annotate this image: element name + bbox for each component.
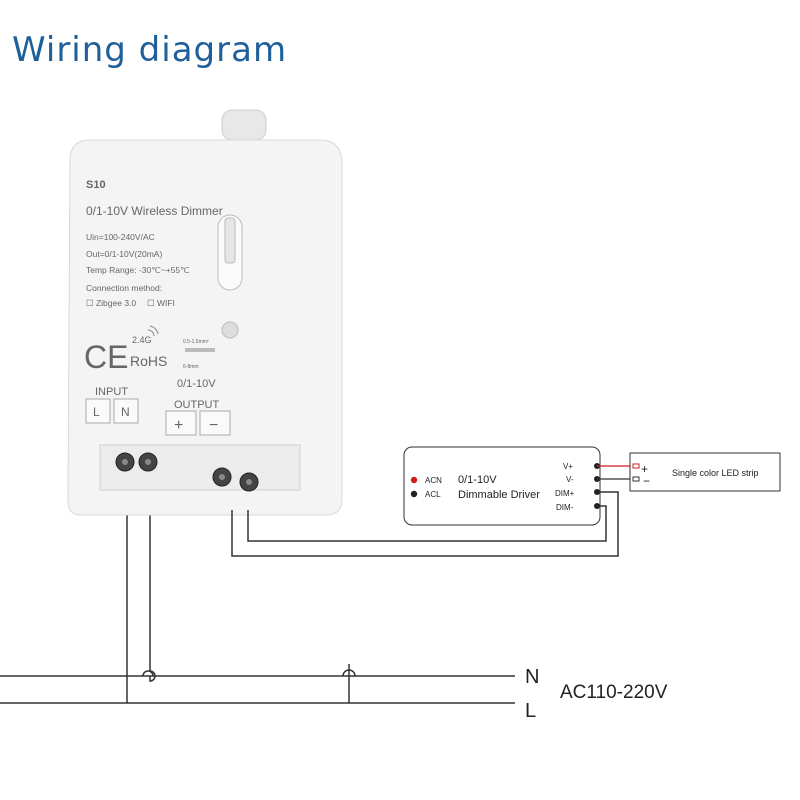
frequency-label: 2.4G <box>132 335 152 345</box>
input-l-label: L <box>93 405 100 419</box>
wire-dim-minus <box>247 505 607 542</box>
dimmer-device: S10 0/1-10V Wireless Dimmer Uin=100-240V… <box>67 109 343 516</box>
led-strip-box <box>629 452 781 492</box>
wireless-icon <box>147 325 159 337</box>
wire-dim-plus <box>231 491 619 557</box>
driver-acn: ACN <box>425 476 442 485</box>
driver-vplus: V+ <box>563 462 573 471</box>
control-wires <box>231 491 619 557</box>
wire-size-label: 0.5-1.5mm² <box>183 339 209 345</box>
led-strip-label: Single color LED strip <box>672 468 759 478</box>
driver-dimplus: DIM+ <box>555 489 575 498</box>
led-strip: + − Single color LED strip <box>629 452 781 492</box>
ce-mark: CE <box>84 339 128 375</box>
device-connection-label: Connection method: <box>86 283 162 293</box>
device-model: S10 <box>86 179 106 191</box>
acn-dot <box>410 476 418 484</box>
device-option-wifi: ☐ WIFI <box>147 298 175 308</box>
output-plus-label: + <box>174 417 183 434</box>
output-minus-label: − <box>209 417 218 434</box>
driver-box <box>403 446 601 526</box>
driver-title-2: Dimmable Driver <box>458 489 540 501</box>
led-indicator <box>221 321 239 339</box>
driver-acl: ACL <box>425 490 441 499</box>
input-label: INPUT <box>95 386 128 398</box>
output-minus-box <box>199 410 231 436</box>
output-label-1: 0/1-10V <box>177 378 216 390</box>
device-uin: Uin=100-240V/AC <box>86 232 155 242</box>
device-name: 0/1-10V Wireless Dimmer <box>86 204 223 218</box>
input-n-label: N <box>121 405 130 419</box>
led-wires <box>597 465 633 480</box>
acl-dot <box>410 490 418 498</box>
mounting-tab <box>221 109 267 141</box>
strip-length-label: 6-8mm <box>183 364 199 370</box>
output-label-2: OUTPUT <box>174 399 220 411</box>
device-out: Out=0/1-10V(20mA) <box>86 249 162 259</box>
driver-dimminus: DIM- <box>556 503 574 512</box>
output-plus-box <box>165 410 197 436</box>
mains-voltage-label: AC110-220V <box>560 682 668 703</box>
wire-crossover-2 <box>342 669 356 677</box>
device-option-zigbee: ☐ Zibgee 3.0 <box>86 298 136 308</box>
mains-lines: N L AC110-220V <box>0 666 668 722</box>
led-plus: + <box>641 462 648 476</box>
input-n-box <box>113 398 139 424</box>
input-l-box <box>85 398 111 424</box>
led-minus: − <box>643 474 650 488</box>
device-temp: Temp Range: -30℃~+55℃ <box>86 265 190 275</box>
input-wires <box>126 482 356 703</box>
page-title: Wiring diagram <box>12 30 288 70</box>
terminal-screws <box>115 452 259 492</box>
rohs-label: RoHS <box>130 353 167 369</box>
mains-n-label: N <box>525 666 539 688</box>
driver-vminus: V- <box>566 475 574 484</box>
mains-l-label: L <box>525 700 536 722</box>
dimmable-driver: ACN ACL 0/1-10V Dimmable Driver V+ V- DI… <box>403 446 601 526</box>
wire-crossover <box>142 670 154 677</box>
strip-gauge-icon <box>185 348 215 352</box>
driver-title-1: 0/1-10V <box>458 474 497 486</box>
